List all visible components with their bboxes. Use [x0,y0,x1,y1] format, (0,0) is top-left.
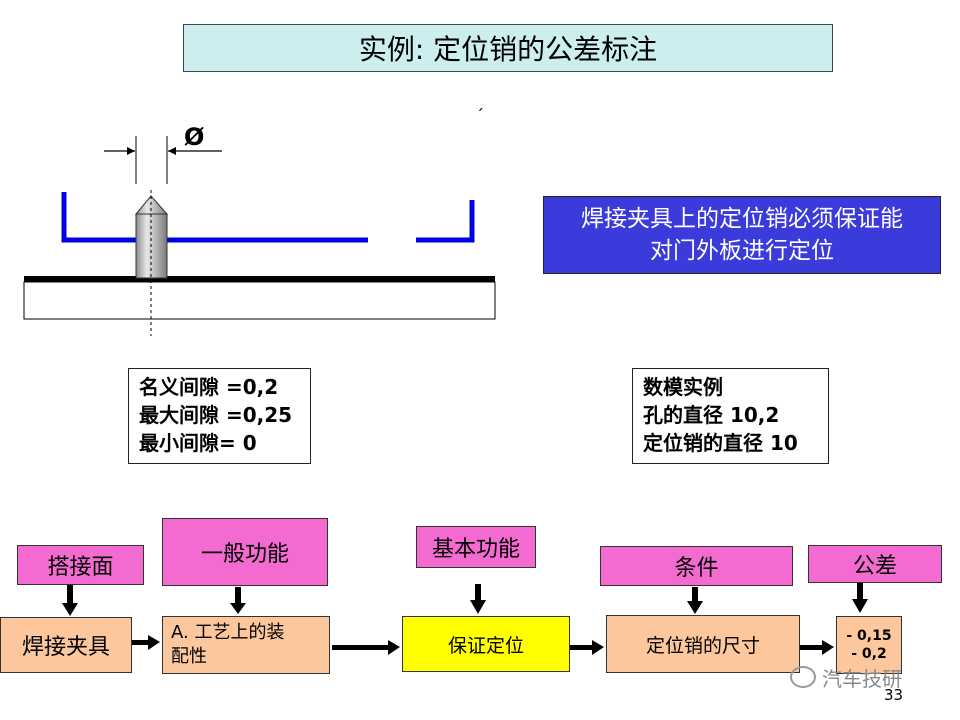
min-clearance: 最小间隙= 0 [139,431,257,455]
box-assembly-line2: 配性 [171,646,207,667]
label-condition-text: 条件 [674,556,719,581]
label-contact-surface-text: 搭接面 [47,555,114,580]
page-title: 实例: 定位销的公差标注 [183,24,833,72]
box-pin-size: 定位销的尺寸 [606,615,800,673]
label-basic-function-text: 基本功能 [431,537,520,562]
page-title-text: 实例: 定位销的公差标注 [358,33,658,66]
max-clearance: 最大间隙 =0,25 [139,403,293,427]
diameter-symbol: Ø [184,123,205,151]
label-basic-function: 基本功能 [416,526,536,568]
fixture-right-part [416,200,475,243]
clearance-box: 名义间隙 =0,2 最大间隙 =0,25 最小间隙= 0 [128,368,311,464]
page-number: 33 [884,686,904,704]
blue-note-line2: 对门外板进行定位 [650,238,834,264]
label-tolerance: 公差 [808,545,942,583]
tick-mark: ˏ [476,92,484,111]
box-assembly: A. 工艺上的装 配性 [162,616,330,674]
pin-diameter: 定位销的直径 10 [643,431,798,455]
box-ensure-location-text: 保证定位 [447,634,524,657]
hole-diameter: 孔的直径 10,2 [643,403,780,427]
box-ensure-location: 保证定位 [402,616,570,672]
model-example-box: 数模实例 孔的直径 10,2 定位销的直径 10 [632,368,829,464]
label-general-function-text: 一般功能 [200,542,289,567]
box-tolerance-values: - 0,15 - 0,2 [836,616,902,674]
blue-note-box: 焊接夹具上的定位销必须保证能 对门外板进行定位 [543,196,941,274]
watermark: 汽车技研 [790,662,940,692]
box-pin-size-text: 定位销的尺寸 [645,634,760,657]
box-welding-fixture-text: 焊接夹具 [21,635,110,660]
label-general-function: 一般功能 [162,518,328,586]
label-condition: 条件 [600,546,793,586]
sheet-top-line [24,276,495,282]
wechat-icon [790,666,816,688]
box-welding-fixture: 焊接夹具 [0,617,132,673]
model-example-title: 数模实例 [643,375,723,399]
box-assembly-line1: A. 工艺上的装 [171,622,285,643]
watermark-text: 汽车技研 [822,666,902,691]
label-contact-surface: 搭接面 [17,545,144,585]
base-plate [23,281,496,320]
dimension-arrow-left [127,147,135,155]
nominal-clearance: 名义间隙 =0,2 [139,375,279,399]
tolerance-upper: - 0,15 [846,628,892,644]
flow-arrows [62,583,868,655]
blue-note-line1: 焊接夹具上的定位销必须保证能 [581,206,903,232]
fixture-left-part [61,192,368,243]
dimension-arrow-right [168,147,176,155]
tolerance-lower: - 0,2 [851,646,887,662]
label-tolerance-text: 公差 [852,554,897,579]
